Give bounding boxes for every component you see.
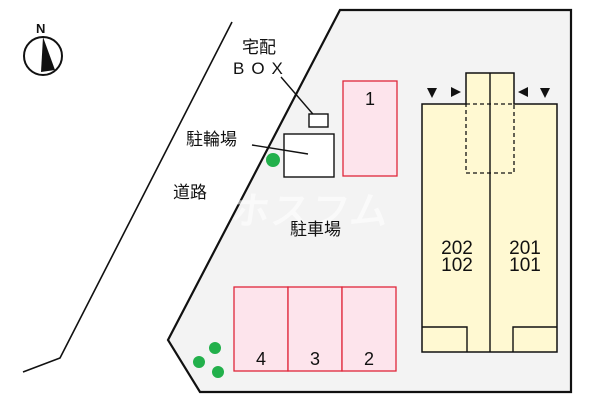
parking-number: 2 xyxy=(363,349,374,369)
unit-number-lower: 101 xyxy=(509,255,541,276)
north-label: N xyxy=(36,21,46,36)
delivery-box-label-en: BOX xyxy=(233,59,290,78)
parking-space-2 xyxy=(341,286,397,372)
apartment-building xyxy=(421,72,558,353)
parking-number: 3 xyxy=(309,349,320,369)
unit-number-upper: 202 xyxy=(441,238,473,259)
delivery-box-label: 宅配 xyxy=(242,38,276,58)
bicycle-parking-leader xyxy=(251,144,309,155)
parking-lot-label: 駐車場 xyxy=(290,220,341,240)
bicycle-parking-area xyxy=(283,133,335,178)
unit-number-upper: 201 xyxy=(509,238,541,259)
unit-label-201-101: 201 101 xyxy=(500,238,550,276)
entrance-arrow-right-icon xyxy=(451,87,461,97)
parking-space-4 xyxy=(233,286,289,372)
parking-number: 4 xyxy=(255,349,266,369)
delivery-box xyxy=(308,113,329,128)
road-edge-line xyxy=(22,21,233,373)
unit-number-lower: 102 xyxy=(441,255,473,276)
tree-icon xyxy=(212,366,224,378)
delivery-box-leader xyxy=(280,76,319,121)
tree-icon xyxy=(209,342,221,354)
entrance-arrow-left-icon xyxy=(518,87,528,97)
parking-space-1 xyxy=(342,80,398,177)
road-label: 道路 xyxy=(173,183,207,203)
compass-icon xyxy=(23,36,63,76)
entrance-arrow-down-icon xyxy=(540,88,550,98)
bicycle-parking-label: 駐輪場 xyxy=(186,130,237,150)
parking-number: 1 xyxy=(364,89,375,109)
upper-floor-outline xyxy=(465,103,515,174)
tree-icon xyxy=(193,356,205,368)
parking-space-3 xyxy=(287,286,343,372)
unit-label-202-102: 202 102 xyxy=(432,238,482,276)
tree-icon xyxy=(266,153,280,167)
entrance-arrow-down-icon xyxy=(427,88,437,98)
